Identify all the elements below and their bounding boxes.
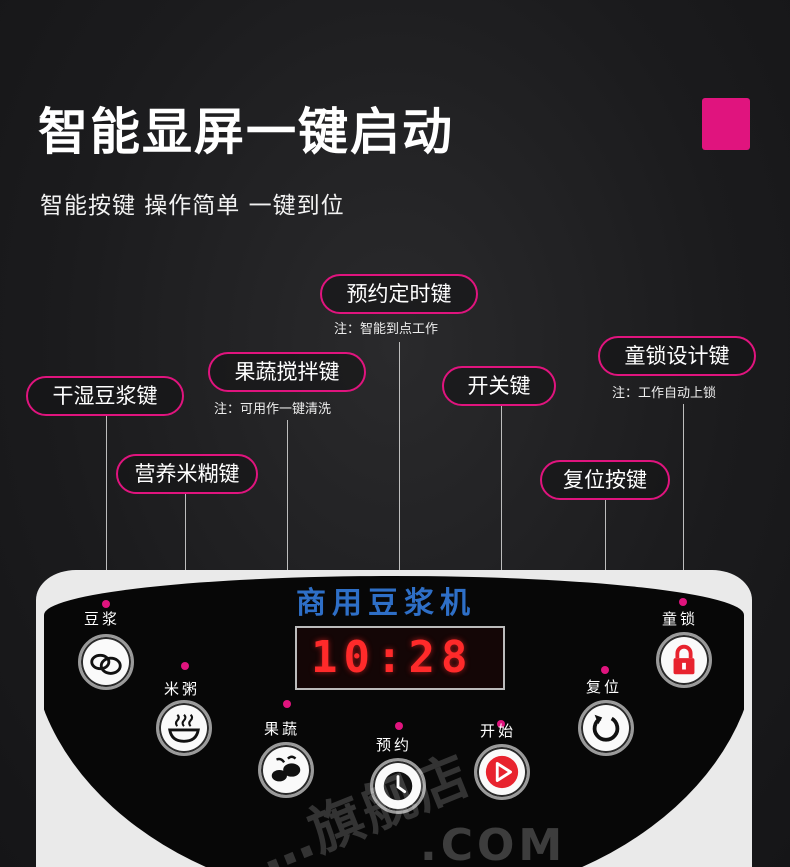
callout-power-key: 开关键 bbox=[442, 366, 556, 406]
soy-milk-button[interactable] bbox=[78, 634, 134, 690]
dot-child-lock bbox=[679, 598, 687, 606]
beans-icon bbox=[90, 653, 122, 675]
label-soy-milk: 豆浆 bbox=[84, 610, 121, 628]
connector-line-dry-wet bbox=[106, 416, 107, 600]
start-button[interactable] bbox=[474, 744, 530, 800]
note-schedule: 注：智能到点工作 bbox=[334, 322, 439, 337]
label-fruit-veg: 果蔬 bbox=[264, 720, 301, 738]
label-start: 开始 bbox=[480, 722, 517, 740]
label-reset: 复位 bbox=[586, 678, 623, 696]
page-title: 智能显屏一键启动 bbox=[38, 103, 454, 161]
display-time: 10:28 bbox=[311, 632, 474, 683]
reset-arrow-icon bbox=[592, 714, 620, 742]
reset-button[interactable] bbox=[578, 700, 634, 756]
connector-line-power bbox=[501, 406, 502, 724]
dot-start bbox=[497, 720, 505, 728]
note-child-lock: 注：工作自动上锁 bbox=[612, 386, 717, 401]
dot-soy-milk bbox=[102, 600, 110, 608]
dot-fruit-veg bbox=[283, 700, 291, 708]
callout-reset-key: 复位按键 bbox=[540, 460, 670, 500]
callout-dry-wet-key: 干湿豆浆键 bbox=[26, 376, 184, 416]
connector-line-child-lock bbox=[683, 404, 684, 602]
rice-porridge-button[interactable] bbox=[156, 700, 212, 756]
page-subtitle: 智能按键 操作简单 一键到位 bbox=[40, 193, 345, 219]
accent-square bbox=[702, 98, 750, 150]
vegetables-icon bbox=[271, 755, 301, 782]
lock-icon bbox=[673, 644, 695, 675]
callout-schedule-key: 预约定时键 bbox=[320, 274, 478, 314]
steaming-bowl-icon bbox=[168, 713, 200, 743]
dot-reset bbox=[601, 666, 609, 674]
watermark-domain: .COM bbox=[420, 820, 567, 867]
note-fruit-veg: 注：可用作一键清洗 bbox=[214, 402, 332, 417]
play-icon bbox=[485, 755, 519, 789]
callout-child-lock-key: 童锁设计键 bbox=[598, 336, 756, 376]
label-child-lock: 童锁 bbox=[662, 610, 699, 628]
clock-icon bbox=[383, 771, 413, 801]
child-lock-button[interactable] bbox=[656, 632, 712, 688]
schedule-button[interactable] bbox=[370, 758, 426, 814]
connector-line-fruit-veg bbox=[287, 420, 288, 706]
fruit-veg-button[interactable] bbox=[258, 742, 314, 798]
callout-fruit-veg-key: 果蔬搅拌键 bbox=[208, 352, 366, 392]
label-rice-porridge: 米粥 bbox=[164, 680, 201, 698]
connector-line-schedule bbox=[399, 342, 400, 728]
callout-nutrition-key: 营养米糊键 bbox=[116, 454, 258, 494]
panel-brand: 商用豆浆机 bbox=[296, 586, 476, 621]
led-display: 10:28 bbox=[295, 626, 505, 690]
dot-rice-porridge bbox=[181, 662, 189, 670]
dot-schedule bbox=[395, 722, 403, 730]
label-schedule: 预约 bbox=[376, 736, 413, 754]
